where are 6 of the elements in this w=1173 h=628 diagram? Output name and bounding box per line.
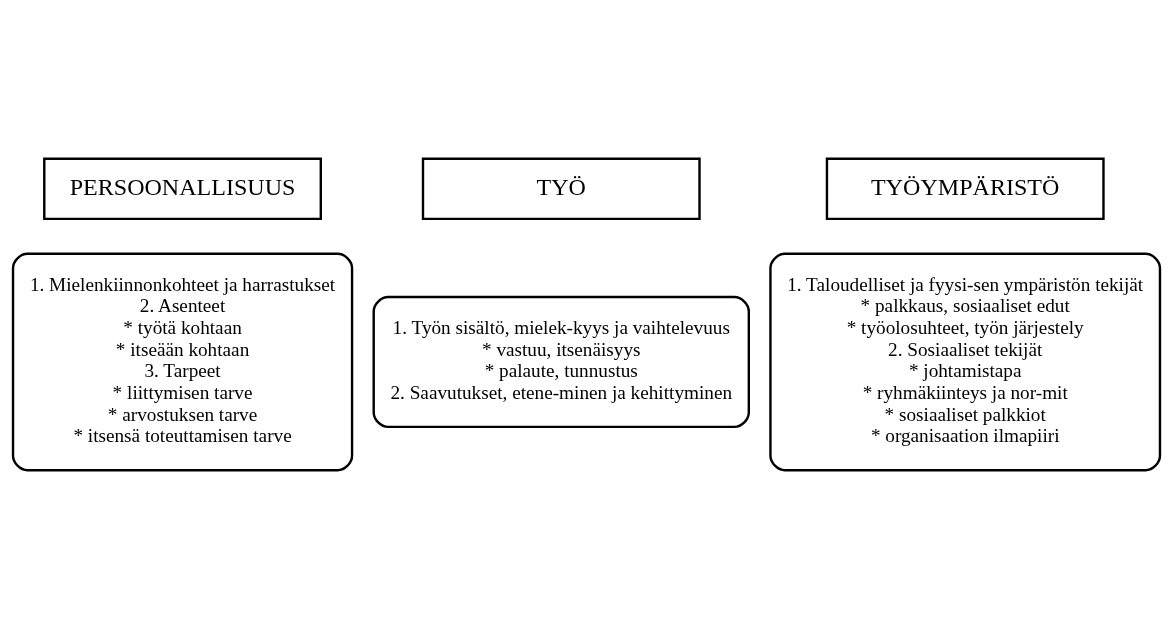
node-box: TYÖ [421, 157, 701, 220]
node-box: 1. Työn sisältö, mielek-kyys ja vaihtelevuus * vastuu, itsenäisyys * palaute, tunnustus 2. Saavutukset, etene-minen ja kehittyminen [372, 295, 750, 428]
node-box: 1. Mielenkiinnonkohteet ja harrastukset 2. Asenteet * työtä kohtaan * itseään kohtaan 3. Tarpeet * liittymisen tarve * arvostuksen tarve * itsensä toteuttamisen tarve [11, 252, 354, 471]
node-box: 1. Taloudelliset ja fyysi-sen ympäristön tekijät * palkkaus, sosiaaliset edut * työolosuhteet, työn järjestely 2. Sosiaaliset tekijät * johtamistapa * ryhmäkiinteys ja nor-mit * sosiaaliset palkkiot * organisaation ilmapiiri [769, 252, 1162, 471]
node-box: PERSOONALLISUUS [43, 157, 322, 220]
node-box: TYÖYMPÄRISTÖ [825, 157, 1105, 220]
